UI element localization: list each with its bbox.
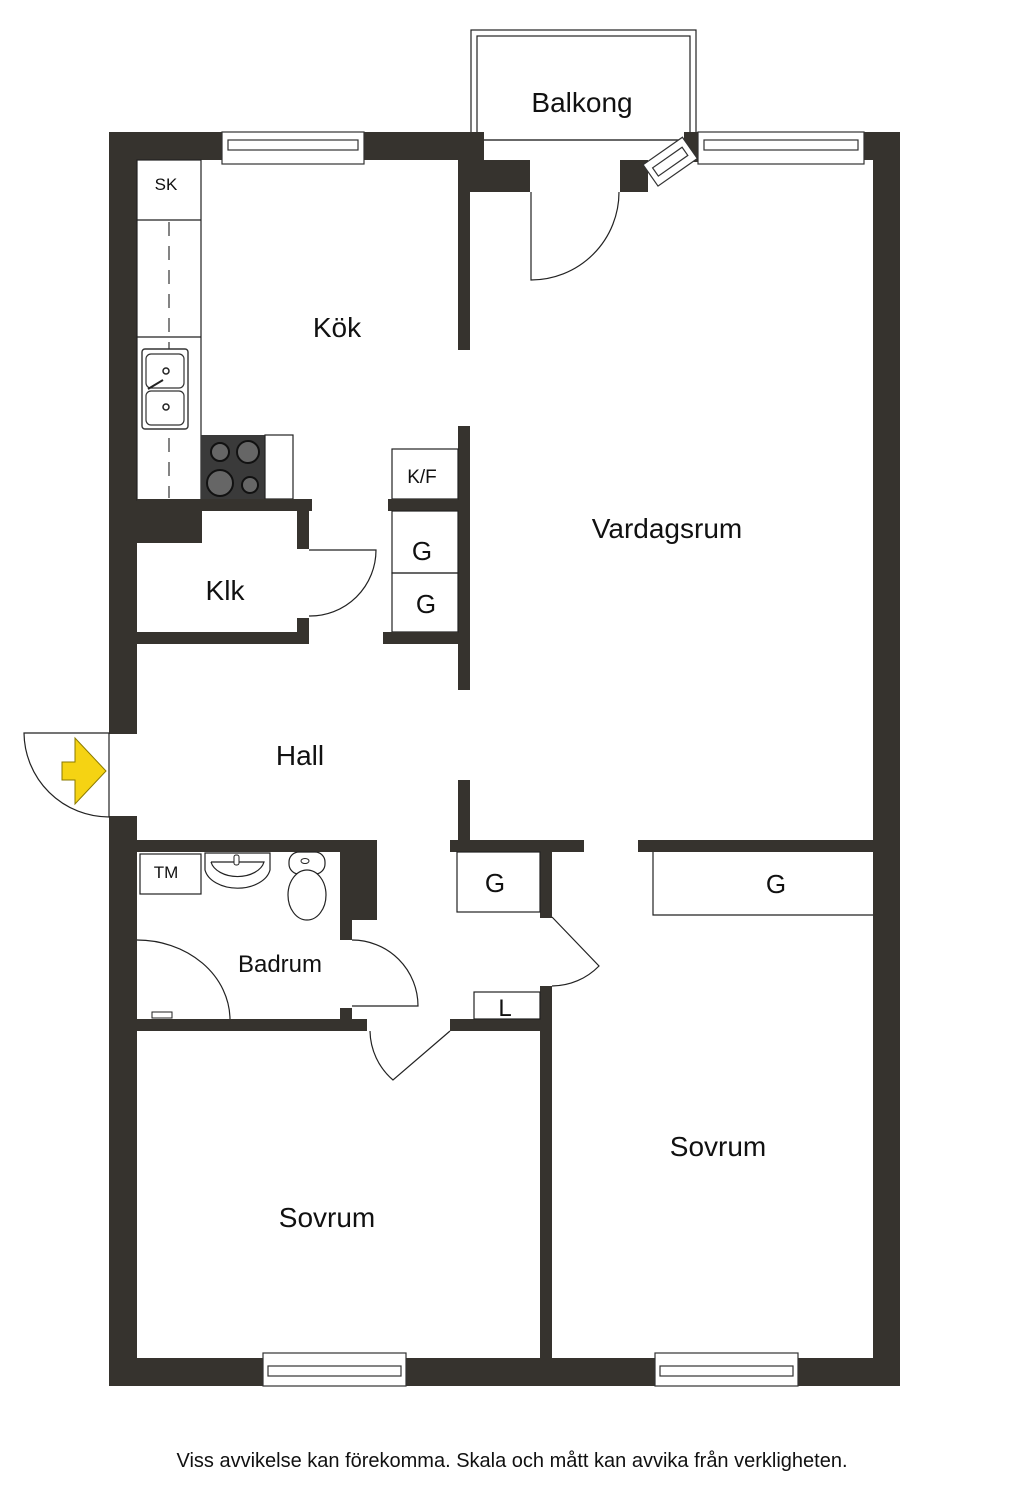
wardrobe-label: G <box>416 589 436 619</box>
wardrobe-label: G <box>766 869 786 899</box>
entrance-door[interactable] <box>23 732 110 818</box>
room-label-hall: Hall <box>276 740 324 771</box>
room-label-kitchen: Kök <box>313 312 362 343</box>
bedroom-wardrobe <box>652 852 873 916</box>
window-living <box>697 131 865 165</box>
disclaimer-text: Viss avvikelse kan förekomma. Skala och … <box>176 1450 848 1472</box>
bathroom-door[interactable] <box>351 939 419 1007</box>
balcony <box>470 29 697 141</box>
wall-kitchen-living <box>458 426 470 690</box>
room-label-balcony: Balkong <box>531 87 632 118</box>
window-bedroom-left <box>262 1352 407 1387</box>
room-label-closet: Klk <box>206 575 246 606</box>
shower-area <box>136 939 231 1020</box>
window-bedroom-right <box>654 1352 799 1387</box>
window-balcony-angled <box>642 136 699 187</box>
room-label-bedroom-right: Sovrum <box>670 1131 766 1162</box>
stove-icon <box>201 434 294 500</box>
window-kitchen <box>221 131 365 165</box>
kitchen-counter <box>136 159 202 501</box>
bedroom-right-door[interactable] <box>551 916 600 987</box>
fridge-freezer-label: K/F <box>407 467 437 488</box>
room-label-living-room: Vardagsrum <box>592 513 742 544</box>
windows <box>221 131 865 1387</box>
hall-wardrobe <box>456 851 541 913</box>
room-label-bathroom: Badrum <box>238 951 322 978</box>
kitchen-storage <box>383 448 459 644</box>
linen-closet <box>473 991 541 1020</box>
cabinet-sk-label: SK <box>155 175 178 194</box>
sink-icon <box>141 348 189 430</box>
closet-walls <box>137 499 312 644</box>
balcony-door[interactable] <box>530 191 620 281</box>
wardrobe-label: G <box>485 868 505 898</box>
washing-machine-label: TM <box>154 863 179 882</box>
outer-walls <box>109 132 900 1386</box>
toilet-icon <box>287 851 327 921</box>
washing-machine <box>139 853 202 895</box>
wardrobe-label: G <box>412 536 432 566</box>
interior-walls <box>137 780 873 1358</box>
bedroom-left-door[interactable] <box>369 1030 451 1081</box>
room-label-bedroom-left: Sovrum <box>279 1202 375 1233</box>
entrance-arrow-icon <box>61 736 107 806</box>
closet-door[interactable] <box>308 549 377 617</box>
linen-label: L <box>498 995 511 1022</box>
washbasin-icon <box>204 852 271 889</box>
